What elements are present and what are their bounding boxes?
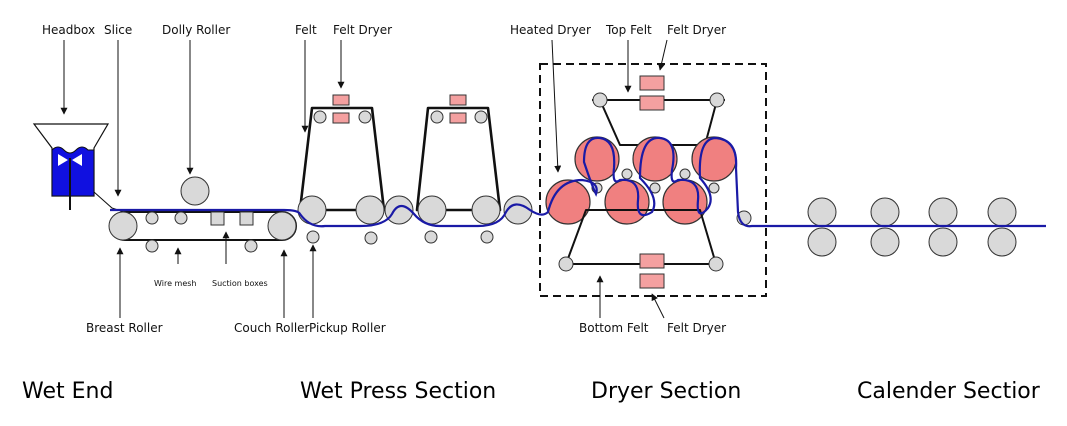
label-wire-mesh: Wire mesh [154,279,197,288]
heated-dryer [574,136,620,182]
wet-press-section [297,94,533,245]
breast-roller [108,211,138,241]
label-breast-roller: Breast Roller [86,321,163,335]
section-calender: Calender Sectior [857,379,1041,404]
label-headbox: Headbox [42,23,95,37]
felt-dryer-pad [332,94,350,106]
label-suction-boxes: Suction boxes [212,279,268,288]
label-couch-roller: Couch Roller [234,321,310,335]
wire-section [108,176,320,253]
label-felt: Felt [295,23,317,37]
label-bottom-felt: Bottom Felt [579,321,649,335]
section-dryer: Dryer Section [591,379,741,404]
label-felt-dryer-press: Felt Dryer [333,23,392,37]
label-heated-dryer: Heated Dryer [510,23,591,37]
label-felt-dryer-top: Felt Dryer [667,23,726,37]
section-wet-end: Wet End [22,379,113,404]
section-wet-press: Wet Press Section [300,379,496,404]
label-felt-dryer-bottom: Felt Dryer [667,321,726,335]
label-pickup-roller: Pickup Roller [309,321,386,335]
label-top-felt: Top Felt [605,23,652,37]
pickup-roller [306,230,320,244]
calender-section [807,197,1017,257]
dolly-roller [180,176,210,206]
leader-lines [60,39,668,319]
headbox [32,123,125,213]
dryer-section [539,63,767,297]
paper-web [110,136,1046,228]
label-dolly-roller: Dolly Roller [162,23,230,37]
label-slice: Slice [104,23,132,37]
dryer-enclosure [539,63,767,297]
couch-roller [267,211,297,241]
